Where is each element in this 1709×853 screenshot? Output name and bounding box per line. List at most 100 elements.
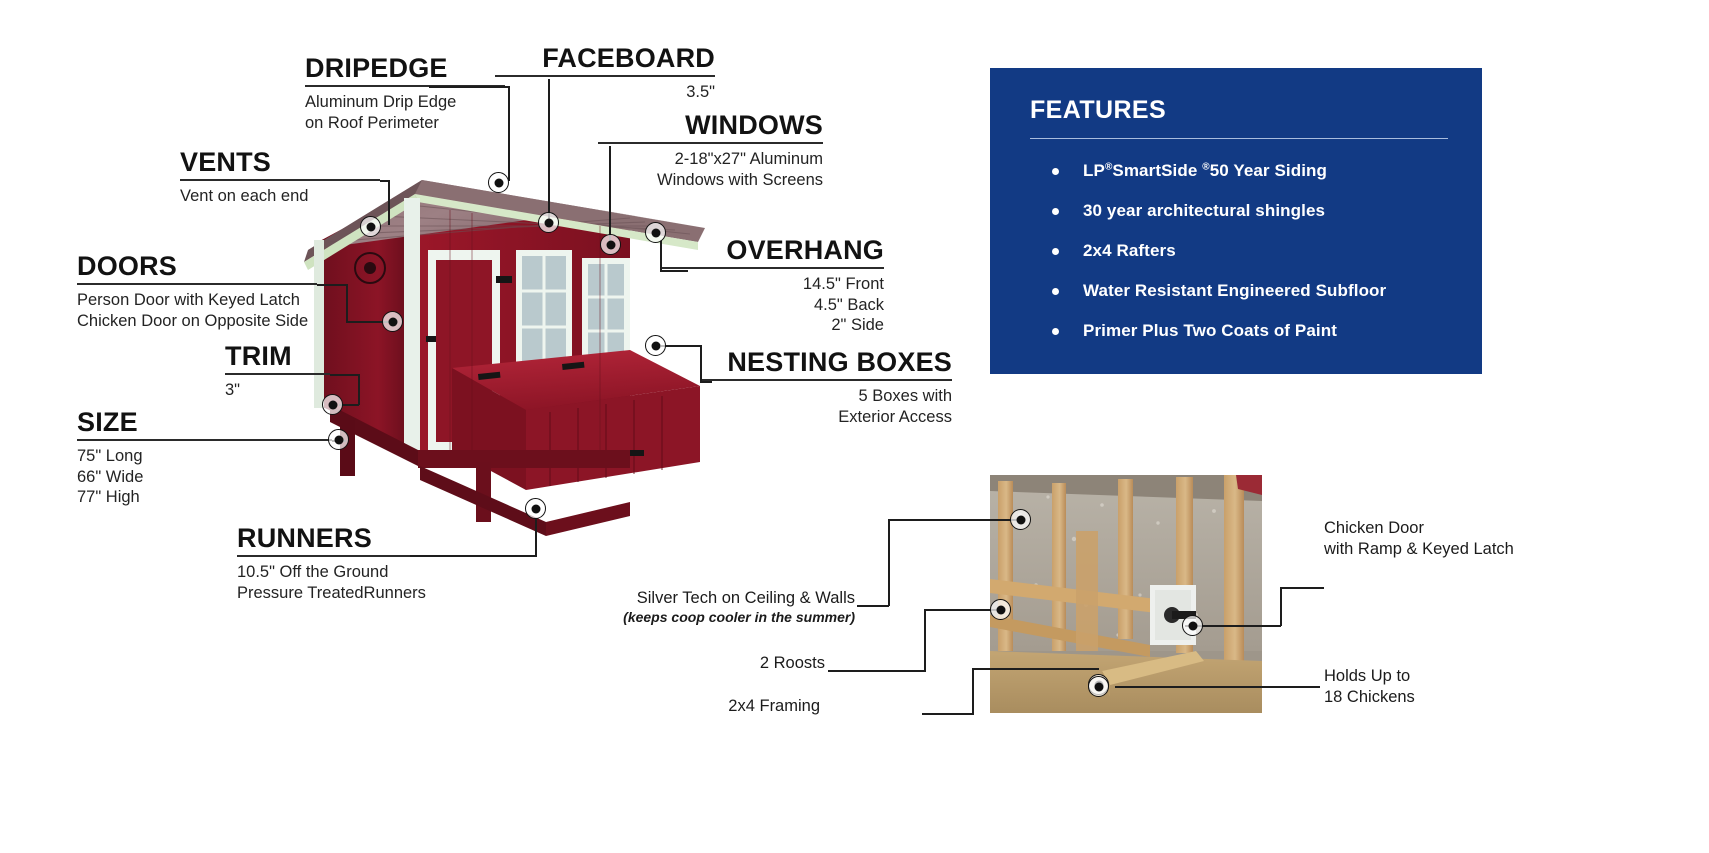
callout-vents: VENTS Vent on each end xyxy=(180,148,380,207)
callout-dripedge-desc-line2: on Roof Perimeter xyxy=(305,113,439,132)
marker-nesting-boxes[interactable] xyxy=(645,335,666,356)
label-silver-tech: Silver Tech on Ceiling & Walls (keeps co… xyxy=(590,588,855,626)
leader-silvertech-h2 xyxy=(888,519,1020,521)
features-title: FEATURES xyxy=(1030,96,1167,124)
leader-doors-v xyxy=(346,284,348,322)
callout-doors: DOORS Person Door with Keyed Latch Chick… xyxy=(77,252,317,331)
features-list: LP®SmartSide ®50 Year Siding 30 year arc… xyxy=(1030,161,1448,341)
bullet-icon xyxy=(1052,168,1059,176)
marker-dripedge[interactable] xyxy=(488,172,509,193)
callout-windows-desc: 2-18"x27" Aluminum Windows with Screens xyxy=(598,149,823,190)
callout-faceboard-desc: 3.5" xyxy=(495,82,715,102)
callout-size-desc-line2: 66" Wide xyxy=(77,467,144,486)
leader-roosts-h2 xyxy=(924,609,1000,611)
callout-size-rule xyxy=(77,439,332,442)
callout-overhang: OVERHANG 14.5" Front 4.5" Back 2" Side xyxy=(660,236,884,336)
callout-faceboard: FACEBOARD 3.5" xyxy=(495,44,715,103)
label-framing: 2x4 Framing xyxy=(700,696,820,717)
leader-vents-h xyxy=(380,180,390,182)
label-roosts: 2 Roosts xyxy=(700,653,825,674)
label-capacity: Holds Up to 18 Chickens xyxy=(1324,666,1524,707)
marker-runners[interactable] xyxy=(525,498,546,519)
label-capacity-line2: 18 Chickens xyxy=(1324,687,1415,706)
leader-silvertech-h1 xyxy=(857,605,889,607)
callout-vents-desc: Vent on each end xyxy=(180,186,380,206)
marker-chicken-door[interactable] xyxy=(1182,615,1203,636)
callout-doors-rule xyxy=(77,283,317,286)
marker-silver-tech[interactable] xyxy=(1010,509,1031,530)
leader-framing-h1 xyxy=(922,713,974,715)
bullet-icon xyxy=(1052,208,1059,216)
callout-vents-rule xyxy=(180,179,380,182)
callout-runners-desc-line2: Pressure TreatedRunners xyxy=(237,583,426,602)
callout-doors-desc: Person Door with Keyed Latch Chicken Doo… xyxy=(77,290,317,331)
leader-nesting-v xyxy=(700,345,702,382)
coop-interior-photo xyxy=(990,475,1262,713)
callout-nesting-boxes-desc-line1: 5 Boxes with xyxy=(858,387,952,406)
leader-dripedge-h xyxy=(429,86,510,88)
callout-size-title: SIZE xyxy=(77,407,138,437)
callout-doors-desc-line2: Chicken Door on Opposite Side xyxy=(77,311,309,330)
callout-dripedge-desc-line1: Aluminum Drip Edge xyxy=(305,93,457,112)
marker-capacity[interactable] xyxy=(1088,676,1109,697)
callout-dripedge-rule xyxy=(305,85,505,88)
callout-dripedge-title: DRIPEDGE xyxy=(305,53,448,83)
features-panel: FEATURES LP®SmartSide ®50 Year Siding 30… xyxy=(990,68,1482,374)
callout-runners-desc-line1: 10.5" Off the Ground xyxy=(237,563,389,582)
callout-faceboard-desc-line1: 3.5" xyxy=(686,83,715,102)
marker-overhang[interactable] xyxy=(645,222,666,243)
callout-nesting-boxes: NESTING BOXES 5 Boxes with Exterior Acce… xyxy=(700,348,952,427)
leader-windows-v xyxy=(609,146,611,242)
leader-overhang-h xyxy=(660,270,688,272)
label-silver-tech-main: Silver Tech on Ceiling & Walls xyxy=(636,589,855,607)
features-divider xyxy=(1030,138,1448,140)
leader-trim-h xyxy=(330,374,360,376)
leader-chickendoor-v xyxy=(1280,587,1282,626)
leader-dripedge-v xyxy=(508,86,510,181)
callout-runners: RUNNERS 10.5" Off the Ground Pressure Tr… xyxy=(237,524,517,603)
label-capacity-line1: Holds Up to xyxy=(1324,667,1411,685)
feature-item-rafters: 2x4 Rafters xyxy=(1030,241,1448,261)
leader-chickendoor-h2 xyxy=(1185,625,1281,627)
callout-overhang-desc: 14.5" Front 4.5" Back 2" Side xyxy=(660,274,884,335)
feature-item-shingles-label: 30 year architectural shingles xyxy=(1083,201,1326,221)
callout-overhang-desc-line1: 14.5" Front xyxy=(802,275,884,294)
callout-trim-desc-line1: 3" xyxy=(225,381,241,400)
label-roosts-main: 2 Roosts xyxy=(759,654,825,672)
callout-overhang-desc-line3: 2" Side xyxy=(831,316,884,335)
callout-doors-desc-line1: Person Door with Keyed Latch xyxy=(77,291,300,310)
leader-trim-h2 xyxy=(339,404,359,406)
feature-item-paint: Primer Plus Two Coats of Paint xyxy=(1030,321,1448,341)
feature-item-siding: LP®SmartSide ®50 Year Siding xyxy=(1030,161,1448,181)
callout-size-desc-line1: 75" Long xyxy=(77,447,143,466)
callout-overhang-title: OVERHANG xyxy=(726,235,884,265)
marker-roosts[interactable] xyxy=(990,599,1011,620)
leader-silvertech-v xyxy=(888,519,890,606)
callout-runners-desc: 10.5" Off the Ground Pressure TreatedRun… xyxy=(237,562,517,603)
callout-dripedge-desc: Aluminum Drip Edge on Roof Perimeter xyxy=(305,92,505,133)
callout-runners-title: RUNNERS xyxy=(237,523,372,553)
leader-framing-h2 xyxy=(972,668,1099,670)
leader-faceboard-v xyxy=(548,79,550,220)
leader-overhang-v xyxy=(660,240,662,271)
callout-trim-desc: 3" xyxy=(225,380,330,400)
leader-runners-h xyxy=(410,555,537,557)
marker-faceboard[interactable] xyxy=(538,212,559,233)
leader-roosts-v xyxy=(924,609,926,671)
callout-size-desc: 75" Long 66" Wide 77" High xyxy=(77,446,332,507)
label-silver-tech-sub: (keeps coop cooler in the summer) xyxy=(623,608,855,625)
label-chicken-door-line1: Chicken Door xyxy=(1324,519,1424,537)
leader-doors-h1 xyxy=(317,284,347,286)
feature-item-rafters-label: 2x4 Rafters xyxy=(1083,241,1176,261)
leader-roosts-h1 xyxy=(828,670,926,672)
marker-size[interactable] xyxy=(328,429,349,450)
marker-doors[interactable] xyxy=(382,311,403,332)
callout-size-desc-line3: 77" High xyxy=(77,488,140,507)
callout-runners-rule xyxy=(237,555,517,558)
marker-trim[interactable] xyxy=(322,394,343,415)
leader-runners-v xyxy=(535,518,537,556)
marker-windows[interactable] xyxy=(600,234,621,255)
marker-vents[interactable] xyxy=(360,216,381,237)
callout-faceboard-rule xyxy=(495,75,715,78)
